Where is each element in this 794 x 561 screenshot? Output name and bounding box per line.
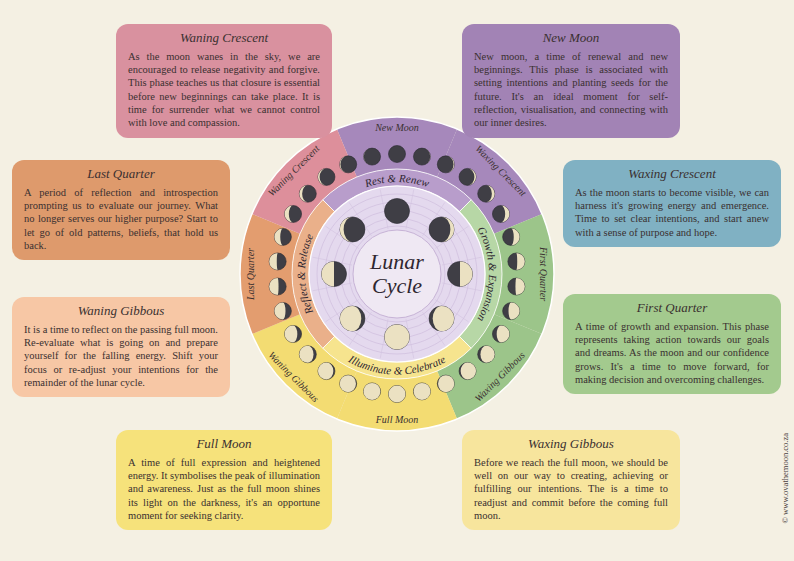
diagram-title: Lunar Cycle bbox=[358, 250, 436, 298]
small-moon bbox=[437, 156, 454, 173]
phase-description: A time of full expression and heightened… bbox=[128, 456, 320, 523]
phase-description: As the moon wanes in the sky, we are enc… bbox=[128, 50, 320, 130]
small-moon bbox=[413, 383, 430, 400]
quadrant-label: Rest & Renew bbox=[362, 172, 431, 190]
phase-moon bbox=[340, 217, 365, 242]
small-moon bbox=[285, 326, 302, 343]
small-moon bbox=[508, 253, 525, 270]
phase-moon bbox=[385, 325, 410, 350]
phase-moon bbox=[340, 306, 365, 331]
phase-moon bbox=[385, 199, 410, 224]
small-moon bbox=[508, 278, 525, 295]
mandala-ring bbox=[317, 194, 477, 354]
phase-heading: Last Quarter bbox=[24, 166, 218, 182]
small-moon bbox=[318, 363, 335, 380]
small-moon bbox=[503, 228, 520, 245]
mandala-ring bbox=[349, 226, 445, 322]
small-moon bbox=[299, 185, 316, 202]
ring-segment bbox=[240, 214, 300, 334]
small-moon bbox=[503, 303, 520, 320]
phase-description: It is a time to reflect on the passing f… bbox=[24, 323, 218, 390]
small-moon bbox=[364, 148, 381, 165]
phase-box: Last Quarter A period of reflection and i… bbox=[12, 160, 230, 260]
small-moon bbox=[318, 168, 335, 185]
small-moon bbox=[389, 146, 406, 163]
small-moon bbox=[459, 168, 476, 185]
phase-heading: New Moon bbox=[474, 30, 668, 46]
phase-description: As the moon starts to become visible, we… bbox=[575, 186, 769, 239]
phase-heading: Full Moon bbox=[128, 436, 320, 452]
phase-box: Full Moon A time of full expression and h… bbox=[116, 430, 332, 530]
small-moon bbox=[274, 228, 291, 245]
phase-box: First Quarter A time of growth and expans… bbox=[563, 294, 781, 394]
phase-ring-label: First Quarter bbox=[538, 247, 548, 301]
watermark: © www.ovathemoon.co.za bbox=[781, 433, 790, 523]
phase-moon bbox=[322, 262, 347, 287]
phase-heading: First Quarter bbox=[575, 300, 769, 316]
small-moon bbox=[478, 346, 495, 363]
phase-description: New moon, a time of renewal and new begi… bbox=[474, 50, 668, 130]
small-moon bbox=[340, 375, 357, 392]
phase-moon bbox=[429, 217, 454, 242]
quadrant-label: Growth & Expansion bbox=[475, 224, 499, 324]
phase-box: Waning Crescent As the moon wanes in the … bbox=[116, 24, 332, 138]
small-moon bbox=[492, 326, 509, 343]
small-moon bbox=[269, 253, 286, 270]
inner-disk bbox=[309, 186, 485, 362]
small-moon bbox=[492, 206, 509, 223]
small-moon bbox=[413, 148, 430, 165]
phase-description: Before we reach the full moon, we should… bbox=[474, 456, 668, 523]
phase-box: Waxing Crescent As the moon starts to bec… bbox=[563, 160, 781, 247]
small-moon bbox=[478, 185, 495, 202]
ring-segment bbox=[337, 371, 457, 431]
ring-segment bbox=[494, 214, 554, 334]
ring-segment bbox=[337, 117, 457, 177]
phase-heading: Waxing Gibbous bbox=[474, 436, 668, 452]
phase-box: New MoonNew moon, a time of renewal and … bbox=[462, 24, 680, 138]
phase-heading: Waning Crescent bbox=[128, 30, 320, 46]
small-moon bbox=[389, 386, 406, 403]
mandala-ring bbox=[333, 210, 461, 338]
center-circle bbox=[353, 230, 441, 318]
small-moon bbox=[274, 303, 291, 320]
phase-description: A period of reflection and introspection… bbox=[24, 186, 218, 253]
small-moon bbox=[285, 206, 302, 223]
small-moon bbox=[269, 278, 286, 295]
phase-heading: Waning Gibbous bbox=[24, 303, 218, 319]
phase-box: Waning Gibbous It is a time to reflect on… bbox=[12, 297, 230, 397]
quadrant-label: Illuminate & Celebrate bbox=[346, 352, 448, 376]
phase-moon bbox=[448, 262, 473, 287]
small-moon bbox=[459, 363, 476, 380]
ring-edge bbox=[240, 117, 554, 431]
phase-box: Waxing GibbousBefore we reach the full m… bbox=[462, 430, 680, 530]
phase-ring-label: Full Moon bbox=[376, 415, 419, 425]
phase-moon bbox=[429, 306, 454, 331]
quadrant-label: Reflect & Release bbox=[295, 232, 316, 317]
small-moon bbox=[299, 346, 316, 363]
small-moon bbox=[364, 383, 381, 400]
small-moon bbox=[340, 156, 357, 173]
phase-heading: Waxing Crescent bbox=[575, 166, 769, 182]
phase-ring-label: New Moon bbox=[375, 123, 419, 133]
small-moon bbox=[437, 375, 454, 392]
phase-description: A time of growth and expansion. This pha… bbox=[575, 320, 769, 387]
phase-ring-label: Last Quarter bbox=[246, 248, 256, 300]
